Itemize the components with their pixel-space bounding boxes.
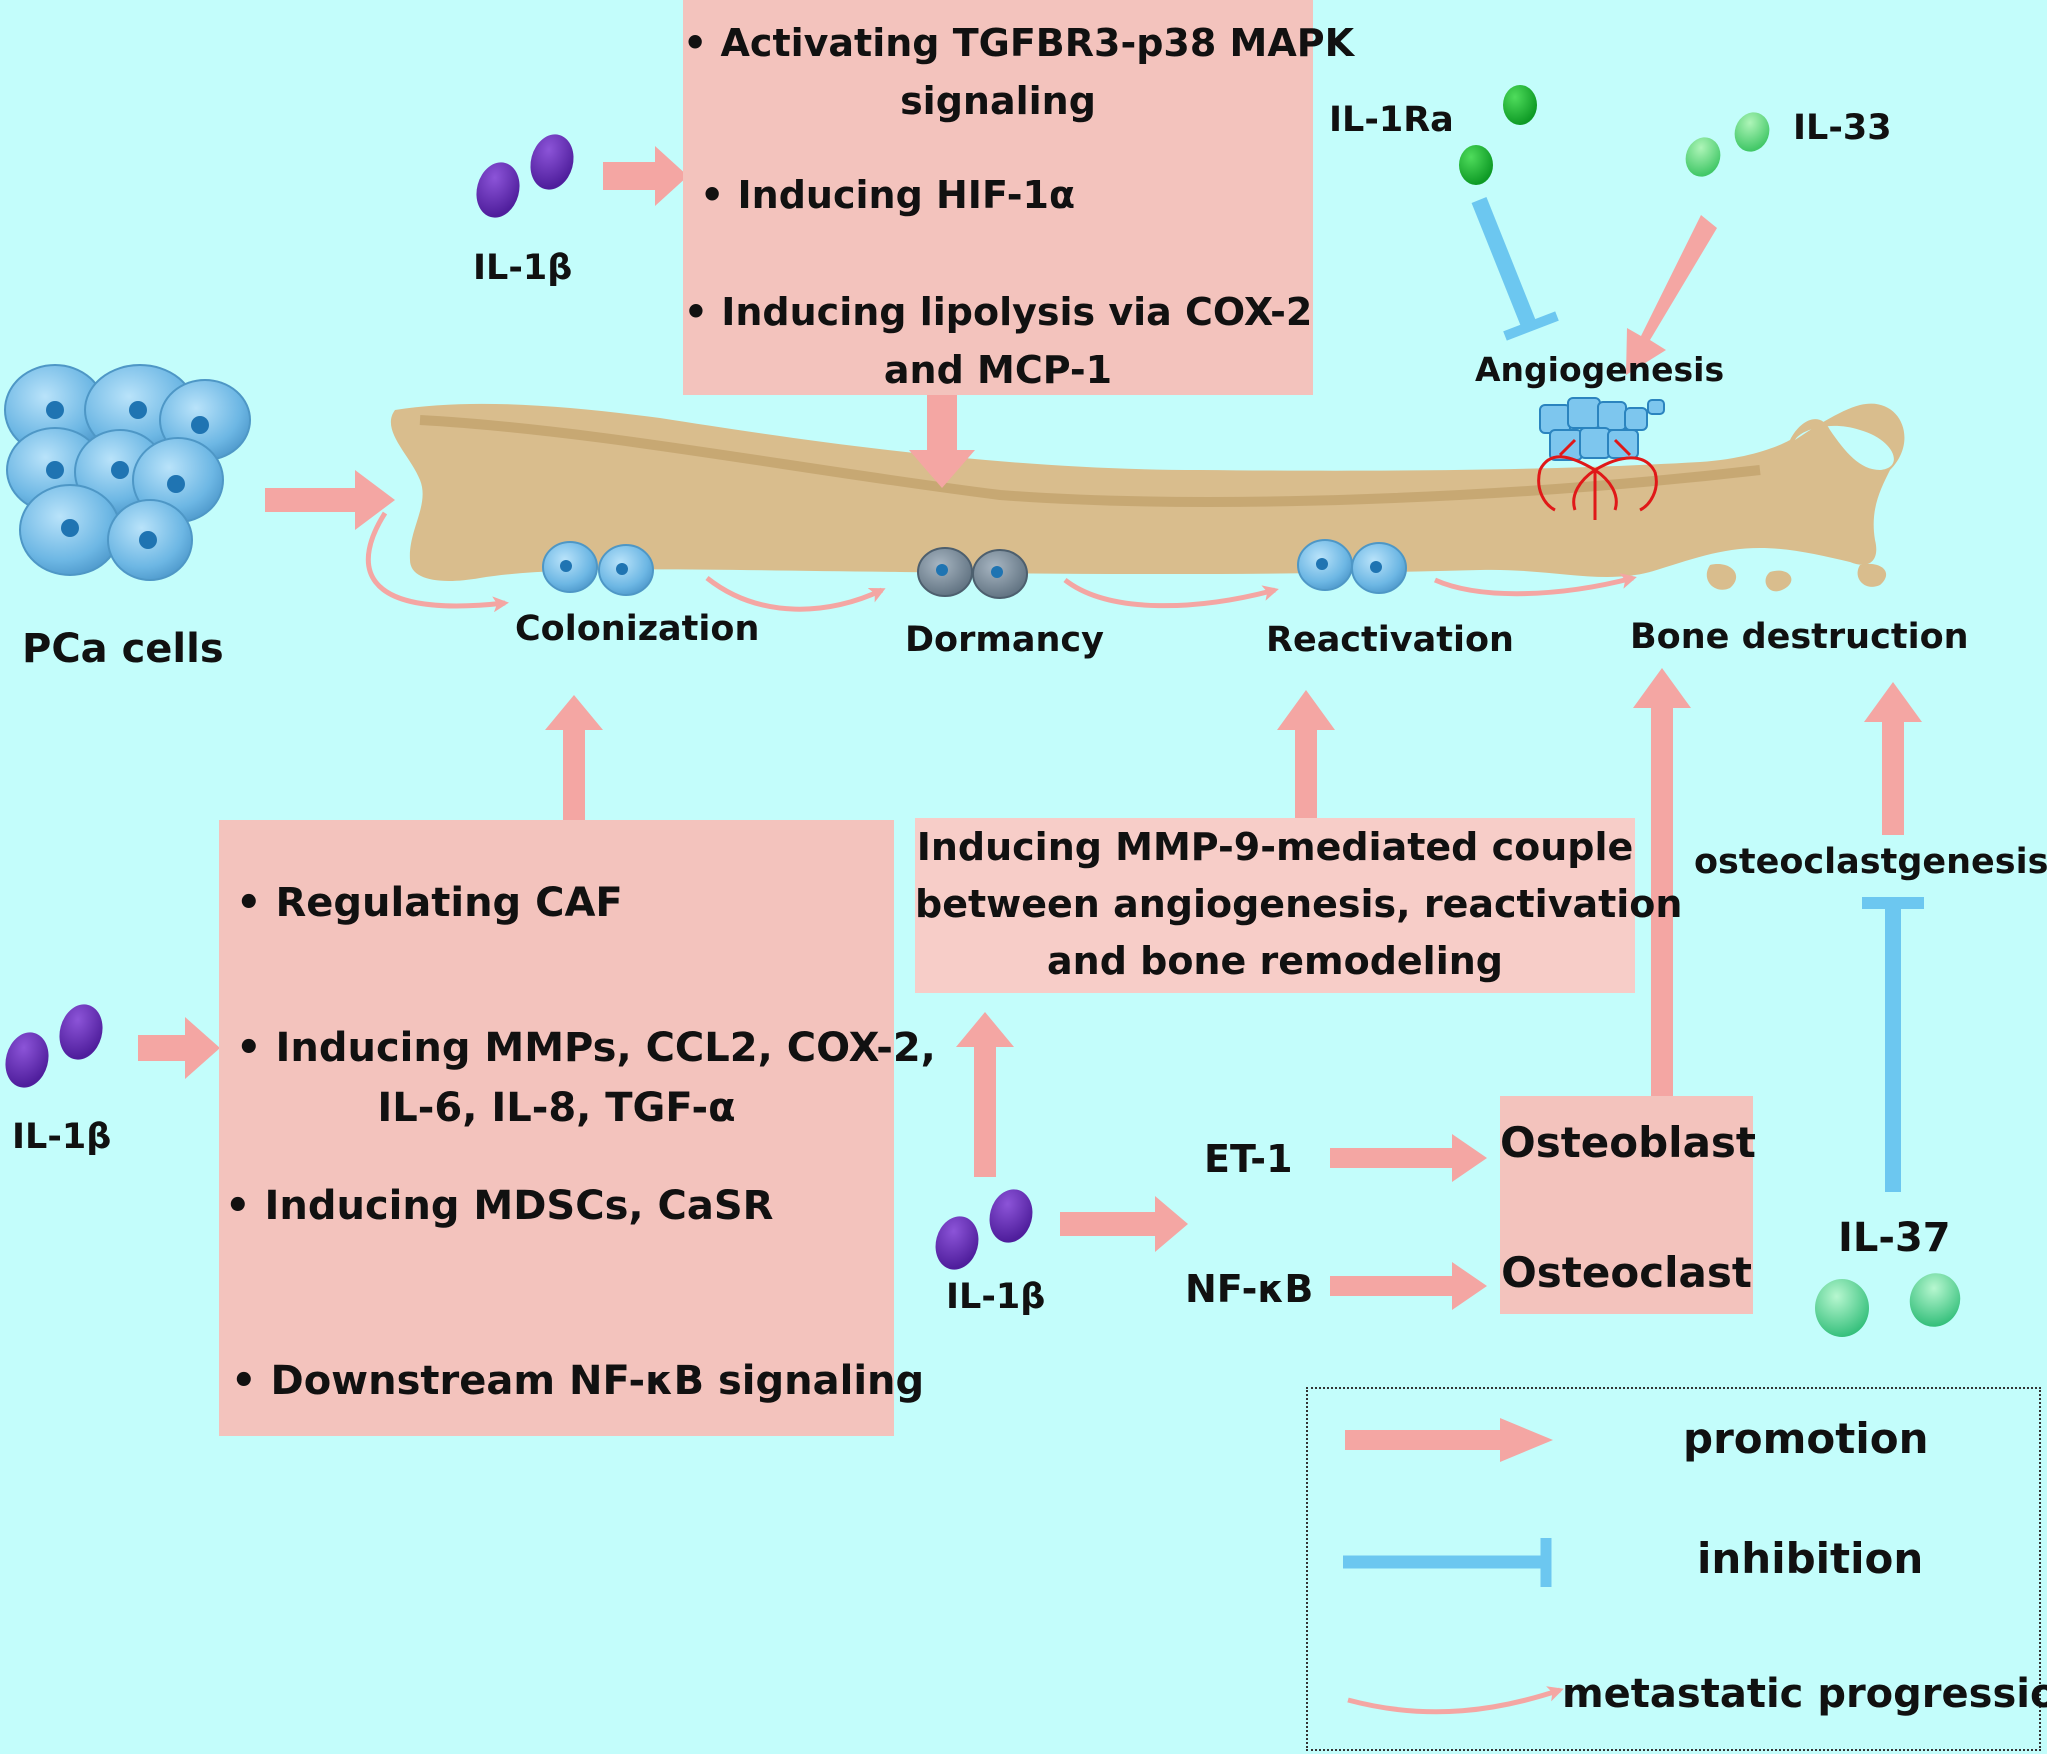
il37-label: IL-37	[1838, 1215, 1951, 1261]
legend-promotion: promotion	[1683, 1414, 1929, 1463]
il1b-top-label: IL-1β	[473, 248, 573, 288]
legend	[1306, 1387, 2041, 1751]
stage-reactivation: Reactivation	[1266, 620, 1514, 660]
il1ra-label: IL-1Ra	[1329, 100, 1454, 140]
et1-label: ET-1	[1204, 1137, 1293, 1181]
top-box-line2: signaling	[900, 79, 1096, 123]
reactivation-cells	[1297, 539, 1407, 594]
mmp-box	[915, 818, 1635, 993]
nfkb-label: NF-κB	[1185, 1267, 1314, 1311]
top-box-line4: • Inducing lipolysis via COX-2	[683, 290, 1313, 334]
mmp-box-line3: and bone remodeling	[1047, 939, 1503, 983]
promotion-arrows	[138, 146, 1922, 1310]
il33-molecules	[1685, 112, 1770, 177]
legend-metastatic-progression: metastatic progression	[1562, 1671, 2047, 1717]
metastatic-progression-arrows	[365, 511, 1637, 613]
stage-bone-destruction: Bone destruction	[1630, 617, 1969, 657]
il1b-left-label: IL-1β	[12, 1117, 112, 1157]
il1b-molecules-bottom	[935, 1189, 1033, 1270]
osteoclast-label: Osteoclast	[1501, 1248, 1752, 1297]
dormancy-cells	[917, 547, 1028, 599]
left-box-item1: • Regulating CAF	[236, 880, 623, 926]
osteoclastgenesis-label: osteoclastgenesis	[1694, 842, 2047, 882]
il1b-bottom-label: IL-1β	[946, 1277, 1046, 1317]
il1ra-molecules	[1459, 85, 1537, 185]
left-mechanism-box	[219, 820, 894, 1436]
top-mechanism-box	[683, 0, 1313, 395]
top-box-line5: and MCP-1	[883, 348, 1113, 392]
legend-inhibition: inhibition	[1697, 1534, 1924, 1583]
il33-label: IL-33	[1793, 108, 1892, 148]
il1b-molecules-left	[5, 1004, 103, 1088]
left-box-item2a: • Inducing MMPs, CCL2, COX-2,	[236, 1025, 936, 1071]
legend-graphics	[1343, 1418, 1564, 1715]
il1b-molecules-top	[476, 134, 574, 218]
top-box-line3: • Inducing HIF-1α	[700, 173, 1076, 217]
stage-colonization: Colonization	[515, 609, 760, 649]
il37-molecules	[1815, 1273, 1961, 1337]
angiogenesis-tumor	[1537, 397, 1665, 520]
left-box-item3: • Inducing MDSCs, CaSR	[225, 1183, 774, 1229]
bone-shape	[390, 403, 1905, 592]
stage-dormancy: Dormancy	[905, 620, 1104, 660]
osteoblast-label: Osteoblast	[1500, 1118, 1756, 1167]
mmp-box-line2: between angiogenesis, reactivation	[915, 882, 1683, 926]
colonization-cells	[542, 541, 654, 596]
left-box-item4: • Downstream NF-κB signaling	[231, 1358, 925, 1404]
angiogenesis-label: Angiogenesis	[1475, 350, 1725, 389]
pca-cells-label: PCa cells	[22, 626, 224, 672]
inhibition-arrows	[1471, 197, 1924, 1192]
mmp-box-line1: Inducing MMP-9-mediated couple	[916, 825, 1634, 869]
left-box-item2b: IL-6, IL-8, TGF-α	[377, 1085, 736, 1131]
pca-cell-cluster	[4, 364, 251, 581]
top-box-line1: • Activating TGFBR3-p38 MAPK	[683, 21, 1355, 65]
osteo-box	[1500, 1096, 1753, 1314]
